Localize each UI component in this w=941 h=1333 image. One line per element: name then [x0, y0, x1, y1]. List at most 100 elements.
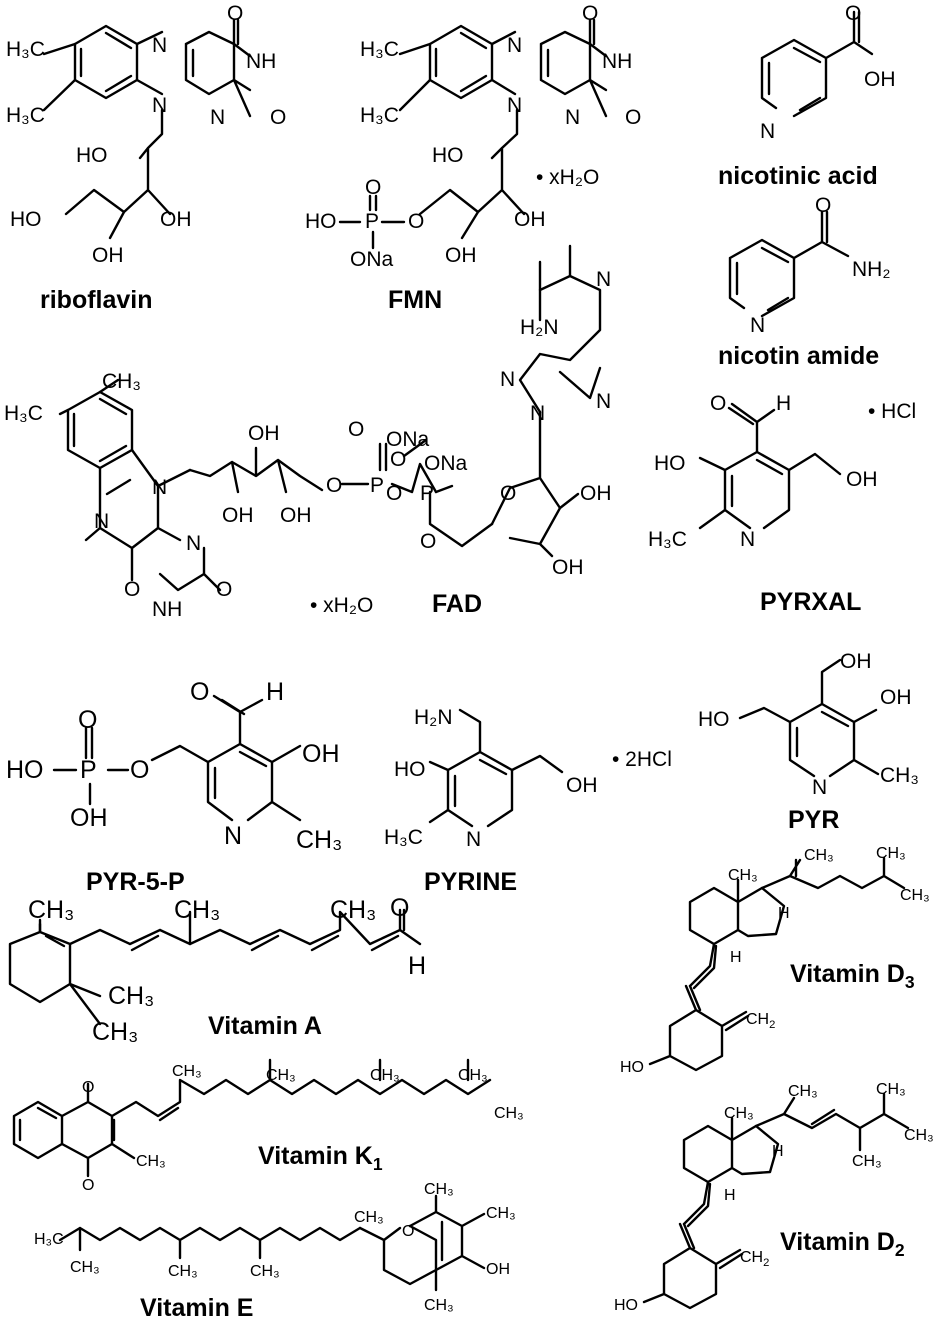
- nicotinamide-n: N: [750, 314, 765, 337]
- nicotinic-acid-structure: N O OH nicotinic acid: [718, 2, 896, 190]
- vitamin-k1-ch3-e: CH₃: [494, 1105, 524, 1122]
- fmn-nh: NH: [602, 50, 632, 73]
- nicotinamide-o: O: [815, 194, 831, 217]
- riboflavin-oh2: OH: [92, 244, 124, 267]
- fmn-o1: O: [582, 2, 598, 25]
- fad-o2: O: [216, 578, 232, 601]
- vitamin-d2-ho: HO: [614, 1297, 638, 1314]
- fad-nh: NH: [152, 598, 182, 621]
- fmn-h3c-top: H₃C: [360, 38, 399, 61]
- pyr-oh-top: OH: [840, 650, 872, 673]
- riboflavin-o1: O: [227, 2, 243, 25]
- vitamin-e-name: Vitamin E: [140, 1294, 253, 1322]
- vitamin-d2-ch2: CH2: [740, 1249, 769, 1269]
- vitamin-d2-ch3-c: CH₃: [876, 1081, 906, 1098]
- pyr5p-o: O: [190, 678, 209, 706]
- pyr5p-oh: OH: [302, 740, 340, 768]
- nicotinic-name: nicotinic acid: [718, 162, 878, 190]
- vitamin-d3-ch3-a: CH₃: [728, 867, 758, 884]
- vitamin-e-ch3-f: CH₃: [486, 1205, 516, 1222]
- vitamin-d2-structure: CH₃ CH₃ CH₃ CH₃ CH₃ H H CH2 HO Vitamin D…: [614, 1081, 934, 1314]
- pyrxal-o: O: [710, 392, 726, 415]
- vitamin-k1-structure: O O CH₃ CH₃ CH₃ CH₃ CH₃ CH₃ Vitamin K1: [12, 1058, 524, 1194]
- vitamin-k1-ch3-ring: CH₃: [136, 1153, 166, 1170]
- vitamin-d2-h-a: H: [772, 1143, 784, 1160]
- pyr5p-o-ester: O: [130, 756, 149, 784]
- vitamin-k1-ch3-b: CH₃: [266, 1067, 296, 1084]
- vitamin-e-ch3-a: CH₃: [70, 1259, 100, 1276]
- vitamin-a-h: H: [408, 952, 426, 980]
- pyrine-h3c: H₃C: [384, 826, 423, 849]
- nicotinamide-structure: N O NH₂ nicotin amide: [718, 194, 890, 370]
- vitamin-a-ch3-gem2: CH₃: [92, 1018, 138, 1046]
- riboflavin-n1: N: [152, 34, 167, 57]
- pyrine-h2n: H₂N: [414, 706, 452, 729]
- pyr-ch3: CH₃: [880, 764, 919, 787]
- fad-n3: N: [596, 390, 611, 413]
- vitamin-k1-o2: O: [82, 1177, 94, 1194]
- fad-h3c: H₃C: [4, 402, 43, 425]
- riboflavin-ho1: HO: [76, 144, 108, 167]
- fad-oh-a: OH: [248, 422, 280, 445]
- riboflavin-oh1: OH: [160, 208, 192, 231]
- fmn-n3: N: [565, 106, 580, 129]
- vitamin-a-ch3-right: CH₃: [330, 896, 376, 924]
- pyrxal-n: N: [740, 528, 755, 551]
- vitamin-d2-name: Vitamin D2: [780, 1228, 905, 1260]
- fmn-oh1: OH: [514, 208, 546, 231]
- pyrine-structure: N H₂N OH HO H₃C • 2HCl PYR PYRINE: [384, 706, 672, 896]
- fmn-p: P: [365, 210, 379, 233]
- fad-nh2: H₂N: [520, 316, 558, 339]
- fad-n10: N: [152, 476, 167, 499]
- vitamin-d3-ch3-d: CH₃: [900, 887, 930, 904]
- nicotinic-n: N: [760, 120, 775, 143]
- fad-n5: N: [94, 510, 109, 533]
- riboflavin-ho2: HO: [10, 208, 42, 231]
- pyrxal-h3c: H₃C: [648, 528, 687, 551]
- fad-structure: CH₃ H₃C N N N O NH O OH OH OH O P O ONa …: [4, 244, 612, 621]
- nicotinic-o: O: [845, 2, 861, 25]
- pyr5p-p: P: [80, 756, 97, 784]
- fmn-salt: • xH₂O: [536, 166, 599, 189]
- fad-ona1: ONa: [386, 428, 430, 451]
- fmn-o-ester: O: [408, 210, 424, 233]
- vitamin-d2-ch3-e: CH₃: [852, 1153, 882, 1170]
- vitamin-e-ch3-d: CH₃: [354, 1209, 384, 1226]
- vitamin-d2-ch3-d: CH₃: [904, 1127, 934, 1144]
- fad-n9: N: [530, 402, 545, 425]
- vitamin-e-ch3-g: CH₃: [424, 1297, 454, 1314]
- vitamin-d3-ch3-b: CH₃: [804, 847, 834, 864]
- pyrxal-salt: • HCl: [868, 400, 916, 423]
- riboflavin-n3: N: [210, 106, 225, 129]
- fmn-ho1: HO: [432, 144, 464, 167]
- vitamin-d3-h-a: H: [778, 905, 790, 922]
- vitamin-e-h3c-left: H₃C: [34, 1231, 64, 1248]
- pyrxal-oh: OH: [846, 468, 878, 491]
- fad-name: FAD: [432, 590, 482, 618]
- fad-o-ester: O: [326, 474, 342, 497]
- pyrine-ho: HO: [394, 758, 426, 781]
- vitamin-d3-ch2: CH2: [746, 1011, 775, 1031]
- vitamin-k1-ch3-a: CH₃: [172, 1063, 202, 1080]
- pyr-n: N: [812, 776, 827, 799]
- riboflavin-h3c-bottom: H₃C: [6, 104, 45, 127]
- nicotinamide-nh2: NH₂: [852, 258, 890, 281]
- pyr5p-n: N: [224, 822, 242, 850]
- fmn-oh2: OH: [445, 244, 477, 267]
- fad-n1: N: [186, 532, 201, 555]
- riboflavin-n2: N: [152, 94, 167, 117]
- vitamin-a-ch3-gem1: CH₃: [108, 982, 154, 1010]
- fad-oh-3p: OH: [552, 556, 584, 579]
- pyr5p-oh-p: OH: [70, 804, 108, 832]
- fmn-o-double: O: [365, 176, 381, 199]
- riboflavin-h3c-top: H₃C: [6, 38, 45, 61]
- vitamin-k1-o1: O: [82, 1079, 94, 1096]
- fmn-ona: ONa: [350, 248, 394, 271]
- fad-n7: N: [500, 368, 515, 391]
- nicotinic-oh: OH: [864, 68, 896, 91]
- fmn-structure: H₃C H₃C N N O NH N O HO OH OH O P O HO O…: [305, 2, 641, 314]
- pyr-structure: N OH HO OH CH₃ PYR: [698, 650, 919, 834]
- pyr5p-ch3: CH₃: [296, 826, 342, 854]
